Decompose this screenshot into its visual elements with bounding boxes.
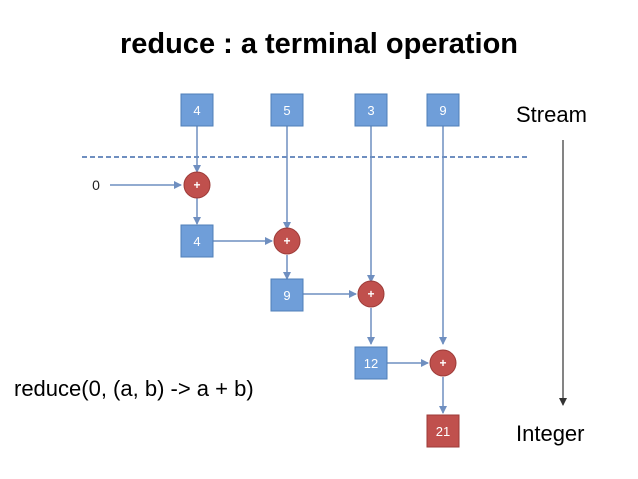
stream-box-2: 5 — [270, 93, 304, 127]
stream-box-3: 3 — [354, 93, 388, 127]
plus-icon: + — [193, 178, 200, 192]
stream-box-1: 4 — [180, 93, 214, 127]
stream-value-1: 4 — [193, 103, 200, 118]
plus-icon: + — [283, 234, 290, 248]
initial-value: 0 — [92, 177, 100, 193]
stream-value-2: 5 — [283, 103, 290, 118]
slide-title: reduce : a terminal operation — [119, 28, 519, 60]
plus-icon: + — [439, 356, 446, 370]
plus-operator-2: + — [273, 227, 301, 255]
stream-label: Stream — [516, 102, 587, 127]
accumulated-value-2: 9 — [283, 288, 290, 303]
plus-icon: + — [367, 287, 374, 301]
accumulated-box-2: 9 — [270, 278, 304, 312]
accumulated-value-3: 12 — [364, 356, 378, 371]
plus-operator-3: + — [357, 280, 385, 308]
plus-operator-4: + — [429, 349, 457, 377]
accumulated-box-1: 4 — [180, 224, 214, 258]
accumulated-box-3: 12 — [354, 346, 388, 380]
integer-label: Integer — [516, 421, 585, 446]
stream-box-4: 9 — [426, 93, 460, 127]
plus-operator-1: + — [183, 171, 211, 199]
accumulated-value-1: 4 — [193, 234, 200, 249]
result-value: 21 — [436, 424, 450, 439]
result-box: 21 — [426, 414, 460, 448]
stream-value-4: 9 — [439, 103, 446, 118]
reduce-code-label: reduce(0, (a, b) -> a + b) — [14, 376, 254, 401]
stream-value-3: 3 — [367, 103, 374, 118]
